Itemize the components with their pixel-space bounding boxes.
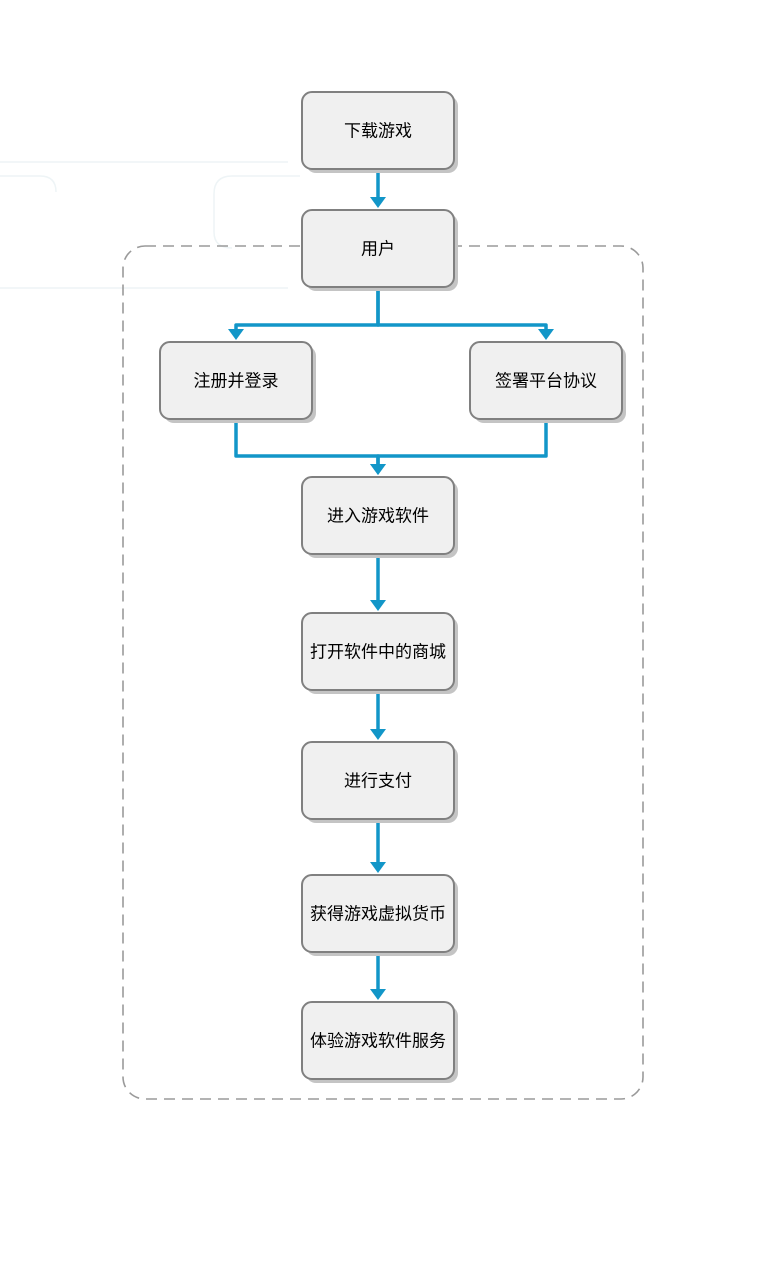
connector-line [234,287,380,331]
background-ghost-lines [0,161,300,289]
node-experience: 体验游戏软件服务 [301,1001,458,1083]
connector-agreement-to-enter [370,419,548,475]
node-box [301,91,455,170]
node-box [159,341,313,420]
connector-store-to-pay [370,690,386,740]
node-box [301,874,455,953]
node-label: 打开软件中的商城 [310,643,446,663]
node-box [301,1001,455,1080]
connector-user-to-agreement [376,287,554,340]
node-currency: 获得游戏虚拟货币 [301,874,458,956]
node-register: 注册并登录 [159,341,316,423]
node-download: 下载游戏 [301,91,458,173]
connector-enter-to-store [370,554,386,611]
connector-line [376,419,548,466]
arrowhead-icon [370,729,386,740]
node-box [301,612,455,691]
node-agreement: 签署平台协议 [469,341,626,423]
arrowhead-icon [538,329,554,340]
node-label: 注册并登录 [194,372,279,392]
arrowhead-icon [228,329,244,340]
node-box [469,341,623,420]
node-pay: 进行支付 [301,741,458,823]
node-label: 下载游戏 [344,122,412,142]
connector-currency-to-experience [370,952,386,1000]
node-box [301,476,455,555]
connector-line [376,287,548,331]
arrowhead-icon [370,464,386,475]
node-label: 签署平台协议 [495,372,597,392]
node-label: 体验游戏软件服务 [310,1032,446,1052]
connectors [228,169,554,1000]
node-label: 进行支付 [344,772,412,792]
node-label: 用户 [361,240,395,260]
arrowhead-icon [370,197,386,208]
connector-user-to-register [228,287,380,340]
connector-pay-to-currency [370,819,386,873]
node-store: 打开软件中的商城 [301,612,458,694]
connector-line [234,419,380,466]
arrowhead-icon [370,600,386,611]
connector-register-to-enter [234,419,386,475]
connector-download-to-user [370,169,386,208]
node-box [301,209,455,288]
node-label: 进入游戏软件 [327,507,429,527]
node-enter: 进入游戏软件 [301,476,458,558]
node-user: 用户 [301,209,458,291]
node-box [301,741,455,820]
arrowhead-icon [370,989,386,1000]
node-label: 获得游戏虚拟货币 [310,905,446,925]
arrowhead-icon [370,862,386,873]
